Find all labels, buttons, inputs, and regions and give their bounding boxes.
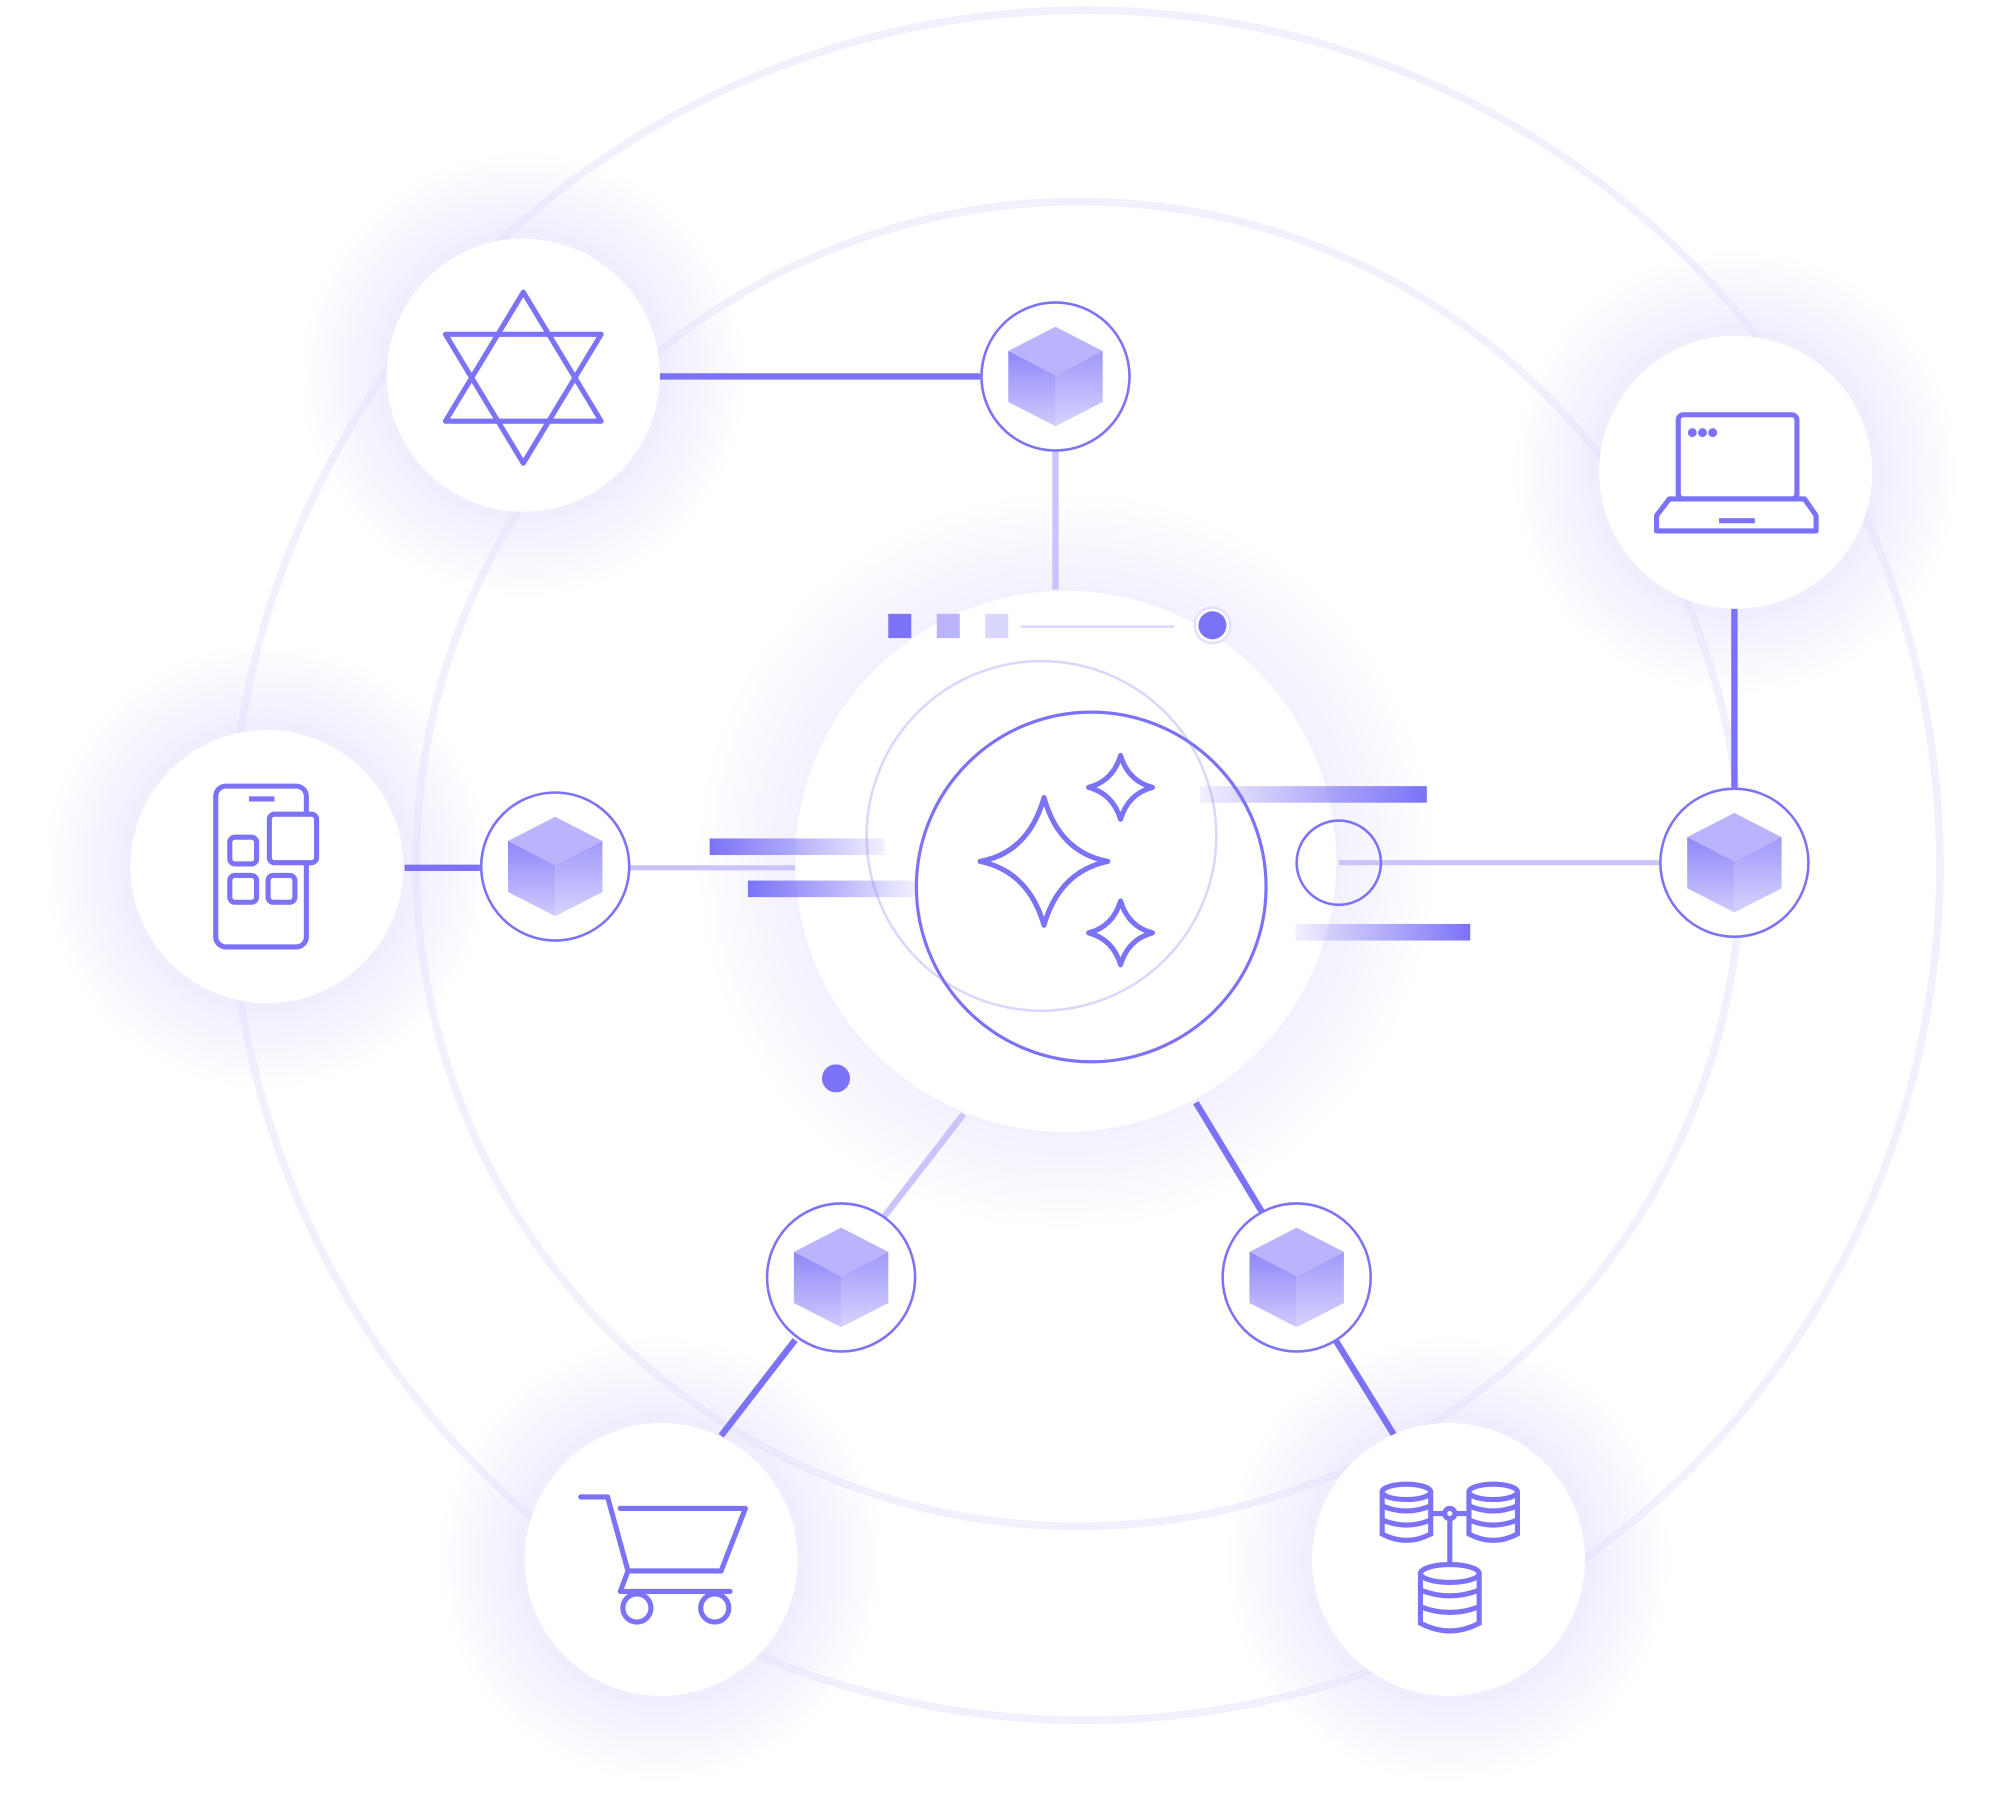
outer-node-mobile[interactable] (130, 729, 404, 1004)
hub-faint-ring (865, 659, 1218, 1013)
connector-node-top[interactable] (980, 301, 1131, 452)
database-network-icon (1379, 1481, 1521, 1634)
outer-node-database[interactable] (1311, 1422, 1586, 1697)
mobile-apps-icon (213, 783, 320, 950)
star-of-david-icon (442, 289, 604, 466)
decorations (709, 606, 1471, 1093)
connector-lines (404, 373, 1738, 1438)
connector-node-left[interactable] (479, 791, 631, 942)
laptop-icon (1654, 412, 1819, 534)
outer-node-star[interactable] (386, 238, 660, 512)
sparkles-icon (977, 752, 1156, 968)
connector-node-bottom-left[interactable] (765, 1202, 917, 1353)
hub-node (795, 590, 1337, 1132)
outer-node-laptop[interactable] (1599, 335, 1873, 609)
shopping-cart-icon (578, 1494, 748, 1625)
connector-node-right[interactable] (1659, 787, 1810, 938)
status-dot (1198, 611, 1227, 640)
connector-node-bottom-right[interactable] (1221, 1202, 1372, 1353)
outer-node-cart[interactable] (524, 1422, 798, 1697)
status-dot (821, 1064, 851, 1093)
